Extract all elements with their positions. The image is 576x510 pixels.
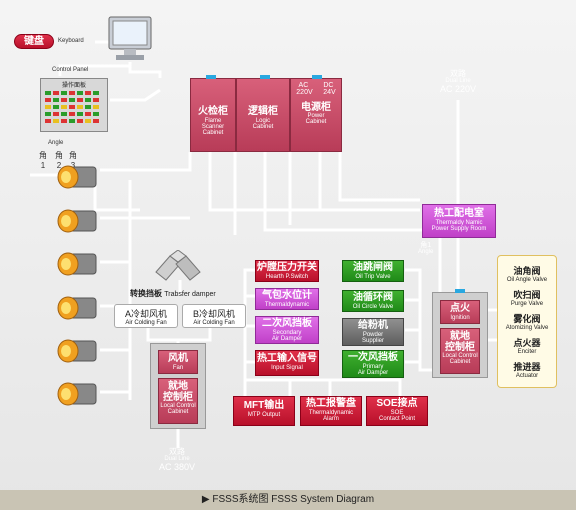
keyboard-badge: 键盘 bbox=[14, 34, 54, 49]
angle-right-label: 角1 Angle bbox=[418, 242, 434, 256]
fan-local-control-cabinet: 就地 控制柜 Local Control Cabinet bbox=[158, 378, 198, 424]
thermal-power-supply-room: 热工配电室 Thermaldy Namic Power Supply Room bbox=[422, 204, 496, 238]
burner-6 bbox=[57, 382, 97, 406]
control-panel-label: Control Panel bbox=[52, 67, 89, 73]
oil-trip-valve: 油跳闸阀 Oil Trip Valve bbox=[342, 260, 404, 282]
ac-label: AC bbox=[298, 82, 309, 89]
ignition-box: 点火 Ignition bbox=[440, 300, 480, 324]
mft-output: MFT输出 MTP Output bbox=[233, 396, 295, 426]
hearth-pressure-switch: 炉膛压力开关 Hearth P.Switch bbox=[255, 260, 319, 282]
cabinet-indicator-1 bbox=[206, 75, 216, 79]
powder-supplier: 给粉机 Powder Supplier bbox=[342, 318, 404, 346]
transfer-damper-label: 转换挡板 Trabsfer damper bbox=[130, 289, 216, 298]
control-panel-title: 操作面板 bbox=[61, 83, 86, 89]
angle-label: Angle bbox=[48, 140, 64, 146]
dual-line-top: 双路 Dual Line AC 220V bbox=[439, 69, 477, 94]
drum-water-level-gauge: 气包水位计 Thermaldynamic bbox=[255, 288, 319, 310]
fan-box: 风机 Fan bbox=[158, 350, 198, 374]
control-panel: 操作面板 bbox=[40, 78, 108, 132]
burner-2 bbox=[57, 209, 97, 233]
monitor-icon bbox=[108, 16, 152, 64]
oil-circle-valve: 油循环阀 Oil Circle Valve bbox=[342, 290, 404, 312]
transfer-damper-icon bbox=[150, 249, 206, 282]
ignition-indicator bbox=[455, 289, 465, 293]
burner-5 bbox=[57, 339, 97, 363]
main-cabinet-group: 火检柜 Flame Scanner Cabinet 逻辑柜 Logic Cabi… bbox=[190, 75, 342, 152]
dc-label: DC bbox=[323, 82, 334, 89]
control-panel-buttons bbox=[45, 91, 99, 123]
angle-2-label: 角 2 bbox=[55, 151, 63, 170]
angle-1-label: 角 1 bbox=[39, 151, 47, 170]
cabinet-indicator-2 bbox=[260, 75, 270, 79]
logic-cabinet: 逻辑柜 Logic Cabinet bbox=[236, 78, 290, 152]
ac-voltage: 220V bbox=[296, 89, 313, 97]
thermal-input-signal: 热工输入信号 Input Signal bbox=[255, 350, 319, 376]
dual-line-bottom: 双路 Dual Line AC 380V bbox=[158, 447, 196, 472]
primary-air-damper: 一次风挡板 Primary Air Damper bbox=[342, 350, 404, 378]
ignition-local-control-cabinet: 就地 控制柜 Local Control Cabinet bbox=[440, 328, 480, 374]
keyboard-label: Keyboard bbox=[58, 38, 84, 44]
cooling-fan-b: B冷却风机 Air Colding Fan bbox=[182, 304, 246, 328]
power-cabinet: AC DC 220V 24V 电源柜 Power Cabinet bbox=[290, 78, 342, 152]
angle-3-label: 角 3 bbox=[69, 151, 77, 170]
flame-scanner-cabinet: 火检柜 Flame Scanner Cabinet bbox=[190, 78, 236, 152]
thermal-alarm-panel: 热工报警盘 Thermaldynamic Alarm bbox=[300, 396, 362, 426]
cooling-fan-a: A冷却风机 Air Colding Fan bbox=[114, 304, 178, 328]
diagram-caption: ▶ FSSS系统图 FSSS System Diagram bbox=[0, 490, 576, 510]
burner-4 bbox=[57, 296, 97, 320]
secondary-air-damper: 二次风挡板 Secondary Air Damper bbox=[255, 316, 319, 344]
dc-voltage: 24V bbox=[323, 89, 336, 97]
cabinet-indicator-3 bbox=[312, 75, 322, 79]
soe-contact-point: SOE接点 SOE Contact Point bbox=[366, 396, 428, 426]
burner-1 bbox=[57, 165, 97, 189]
burner-3 bbox=[57, 252, 97, 276]
